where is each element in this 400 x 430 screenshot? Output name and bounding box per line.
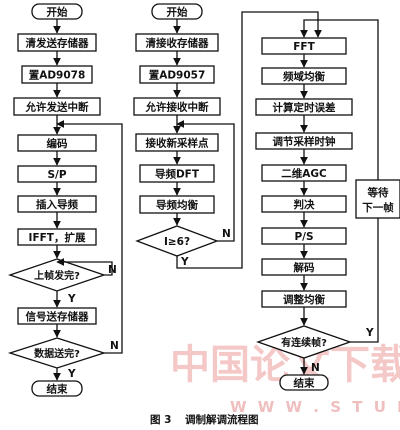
dm-wait-label-line2: 下一帧	[362, 201, 394, 214]
dm-next-frame-yes-label: Y	[365, 327, 374, 339]
tx-start-label: 开始	[47, 6, 68, 19]
dm-decide-label: 判决	[294, 198, 315, 211]
caption-title: 调制解调流程图	[185, 413, 259, 426]
dm-fft-label: FFT	[293, 41, 315, 53]
dm-adjust-equalize-label: 调整均衡	[283, 293, 325, 306]
column-receive: 开始 清接收存储器 置AD9057 允许接收中断 接收新采样点 导频DFT 导频…	[133, 3, 322, 269]
rx-clear-buffer-label: 清接收存储器	[146, 37, 209, 50]
tx-end-node	[31, 380, 83, 397]
rx-receive-sample-label: 接收新采样点	[146, 137, 209, 150]
dm-decode-label: 解码	[293, 261, 315, 274]
dm-end-node	[279, 374, 329, 391]
rx-pilot-equalize-label: 导频均衡	[156, 199, 198, 212]
dm-timing-error-label: 计算定时误差	[273, 101, 336, 114]
column-demodulation: FFT 频域均衡 计算定时误差 调节采样时钟 二维AGC 判决 P/S 解码 调…	[255, 19, 400, 391]
tx-prev-frame-no-loop	[56, 258, 113, 276]
tx-data-sent-no-loop	[56, 120, 123, 354]
rx-set-ad9057-label: 置AD9057	[149, 70, 206, 82]
dm-adjust-clock-label: 调节采样时钟	[273, 135, 336, 148]
tx-ifft-label: IFFT，扩展	[29, 231, 86, 244]
tx-data-sent-no-label: N	[110, 340, 119, 352]
rx-pilot-dft-label: 导频DFT	[155, 168, 200, 181]
dm-agc-label: 二维AGC	[281, 167, 327, 180]
watermark-url: W W W . S T U D A .	[230, 398, 400, 416]
rx-i-ge-6-yes-label: Y	[180, 256, 189, 268]
dm-parallel-to-serial-label: P/S	[294, 231, 313, 243]
tx-prev-frame-no-label: N	[108, 264, 117, 276]
rx-i-ge-6-no-loop	[176, 120, 235, 242]
tx-prev-frame-yes-label: Y	[67, 293, 76, 305]
tx-end-label: 结束	[47, 383, 68, 396]
rx-i-ge-6-label: I≥6?	[164, 236, 190, 248]
rx-start-label: 开始	[167, 6, 188, 19]
dm-end-label: 结束	[294, 377, 315, 390]
dm-next-frame-no-label: N	[311, 362, 320, 374]
rx-enable-interrupt-label: 允许接收中断	[145, 101, 209, 114]
tx-data-sent-label: 数据送完?	[34, 347, 80, 360]
tx-clear-buffer-label: 清发送存储器	[26, 37, 89, 50]
tx-signal-to-buffer-label: 信号送存储器	[26, 310, 89, 323]
tx-encode-label: 编码	[47, 137, 68, 150]
tx-serial-to-parallel-label: S/P	[47, 169, 66, 181]
dm-wait-next-frame-box	[355, 179, 400, 219]
rx-i-ge-6-yes-path	[176, 11, 322, 269]
figure-caption: 图 3 调制解调流程图	[150, 413, 259, 426]
dm-next-frame-yes-loop	[300, 19, 379, 343]
tx-set-ad9078-label: 置AD9078	[29, 70, 86, 82]
column-transmit: 开始 清发送存储器 置AD9078 允许发送中断 编码 S/P 插入导频 IFF…	[7, 3, 123, 397]
tx-enable-interrupt-label: 允许发送中断	[25, 101, 89, 114]
rx-i-ge-6-no-label: N	[222, 228, 231, 240]
dm-wait-label-line1: 等待	[367, 186, 389, 199]
tx-insert-pilot-label: 插入导频	[36, 198, 78, 211]
tx-prev-frame-label: 上帧发完?	[34, 269, 80, 282]
dm-next-frame-label: 有连续帧?	[281, 336, 327, 349]
caption-figure-number: 图 3	[150, 414, 171, 426]
dm-freq-equalize-label: 频域均衡	[283, 70, 325, 83]
tx-data-sent-yes-label: Y	[67, 368, 76, 380]
